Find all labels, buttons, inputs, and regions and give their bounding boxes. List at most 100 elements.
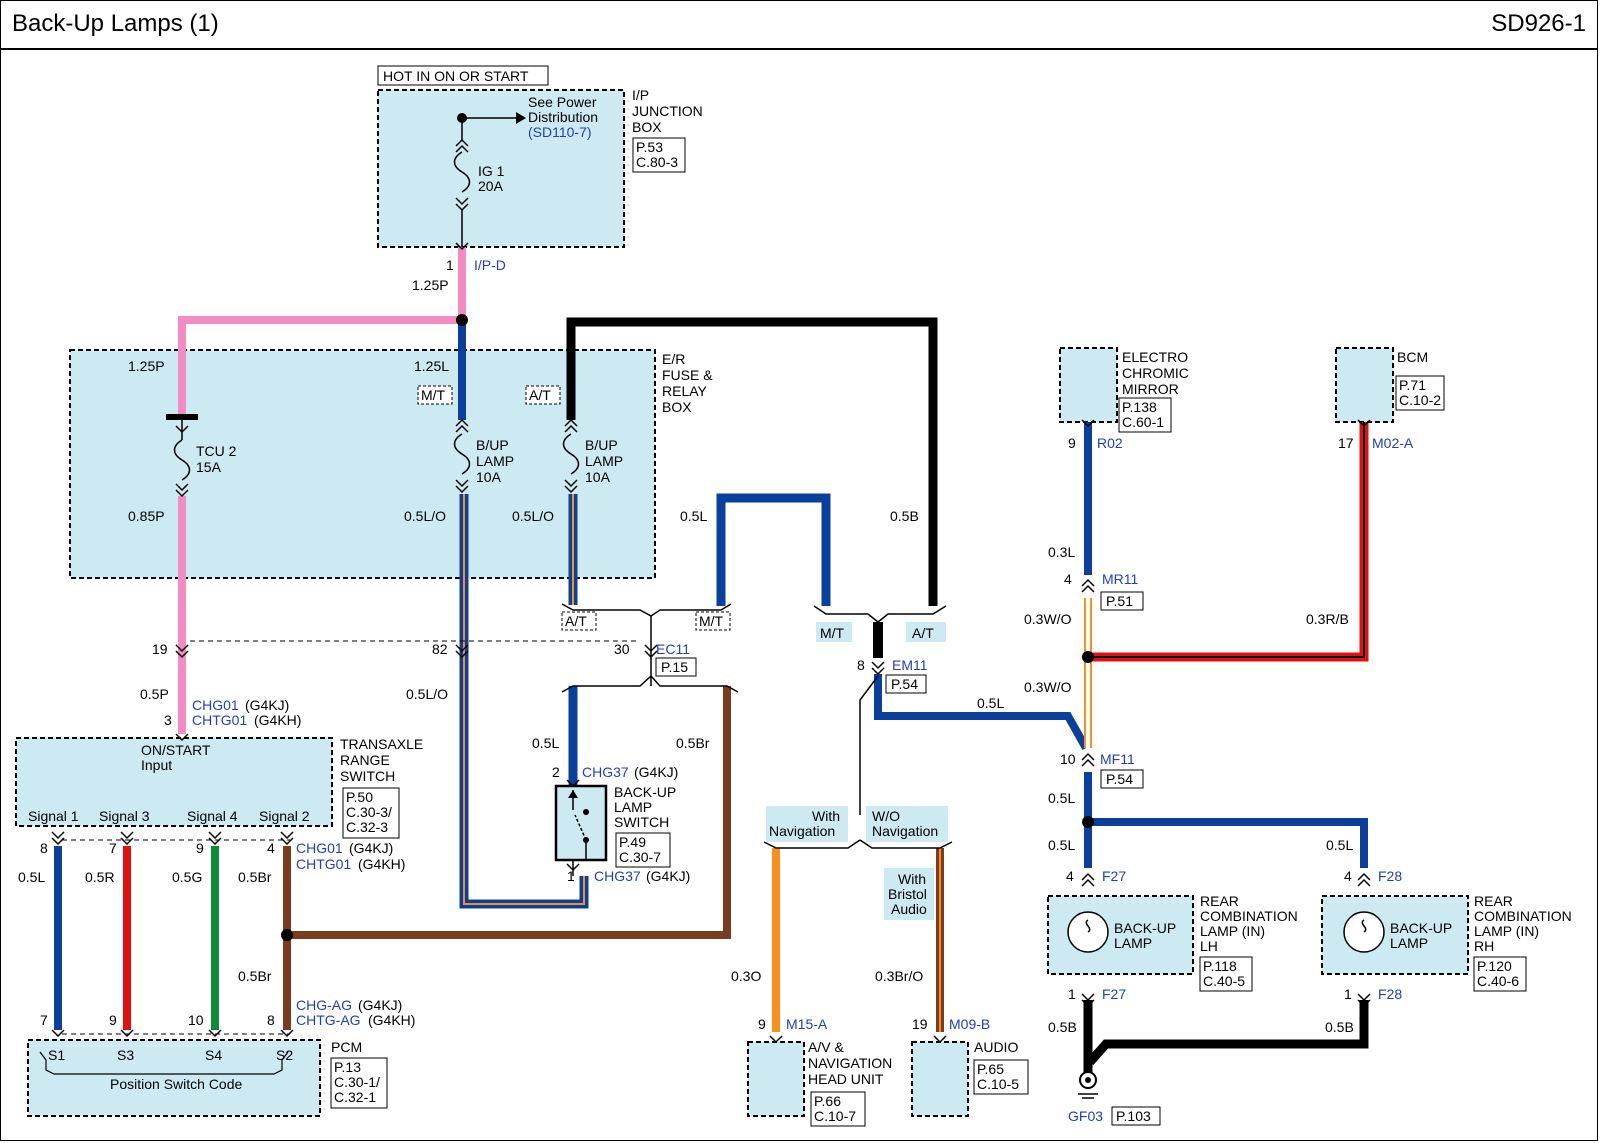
- svg-text:I/P-D: I/P-D: [474, 257, 506, 273]
- svg-text:20A: 20A: [478, 178, 504, 194]
- svg-text:SWITCH: SWITCH: [614, 814, 669, 830]
- er-box-text: E/R FUSE & RELAY BOX 1.25P 1.25L M/T A/T…: [128, 351, 713, 524]
- ec11-junction: [175, 603, 739, 693]
- svg-text:7: 7: [40, 1012, 48, 1028]
- svg-text:0.5G: 0.5G: [172, 869, 202, 885]
- svg-text:R02: R02: [1097, 435, 1123, 451]
- svg-text:0.3Br/O: 0.3Br/O: [875, 968, 923, 984]
- wire-brown-05br: [287, 686, 731, 939]
- fuse-bup-mt-icon: [453, 418, 471, 494]
- svg-text:MIRROR: MIRROR: [1122, 381, 1179, 397]
- svg-text:CHROMIC: CHROMIC: [1122, 365, 1189, 381]
- svg-text:9: 9: [1068, 435, 1076, 451]
- svg-text:0.5L: 0.5L: [1048, 837, 1075, 853]
- svg-text:CHG01: CHG01: [296, 840, 343, 856]
- svg-text:B/UP: B/UP: [585, 437, 618, 453]
- svg-text:C.10-2: C.10-2: [1399, 392, 1441, 408]
- svg-text:Signal 2: Signal 2: [259, 808, 310, 824]
- svg-text:HEAD UNIT: HEAD UNIT: [808, 1071, 884, 1087]
- svg-text:0.5Br: 0.5Br: [238, 968, 272, 984]
- trs-text: 0.5P 0.5L/O 3 CHG01 (G4KJ) CHTG01 (G4KH)…: [18, 686, 448, 885]
- svg-text:MR11: MR11: [1102, 571, 1139, 587]
- svg-text:M02-A: M02-A: [1372, 435, 1414, 451]
- svg-text:M/T: M/T: [820, 625, 845, 641]
- page-title: Back-Up Lamps (1): [12, 10, 219, 37]
- svg-text:P.65: P.65: [977, 1061, 1004, 1077]
- svg-text:P.54: P.54: [1106, 771, 1133, 787]
- svg-text:M09-B: M09-B: [949, 1016, 990, 1032]
- svg-text:0.5B: 0.5B: [890, 508, 919, 524]
- svg-text:10: 10: [1060, 751, 1076, 767]
- svg-text:C.40-6: C.40-6: [1477, 973, 1519, 989]
- svg-text:(SD110-7): (SD110-7): [528, 124, 592, 140]
- svg-text:AUDIO: AUDIO: [974, 1039, 1018, 1055]
- svg-text:8: 8: [267, 1012, 275, 1028]
- svg-text:(G4KJ): (G4KJ): [646, 868, 690, 884]
- svg-text:Bristol: Bristol: [888, 886, 927, 902]
- wire-black-rh-gnd: [1086, 1000, 1369, 1065]
- svg-text:(G4KH): (G4KH): [358, 856, 405, 872]
- svg-text:10A: 10A: [476, 469, 502, 485]
- svg-text:With: With: [812, 808, 840, 824]
- ec11-text: 0.5L 0.5B A/T M/T 19 82 30 EC11 P.15: [152, 508, 919, 675]
- svg-text:CHTG-AG: CHTG-AG: [296, 1012, 361, 1028]
- svg-text:0.5L: 0.5L: [680, 508, 707, 524]
- right-text: ELECTRO CHROMIC MIRROR P.138 C.60-1 9 R0…: [1024, 349, 1572, 1124]
- svg-text:0.5L: 0.5L: [977, 695, 1004, 711]
- ground-icon: [1078, 1071, 1098, 1099]
- svg-text:0.5L: 0.5L: [18, 869, 45, 885]
- svg-text:REAR: REAR: [1474, 893, 1513, 909]
- audio-box: [911, 1041, 969, 1117]
- svg-text:0.5P: 0.5P: [140, 686, 169, 702]
- svg-text:4: 4: [267, 840, 275, 856]
- svg-text:F27: F27: [1102, 868, 1126, 884]
- svg-text:CHG-AG: CHG-AG: [296, 997, 352, 1013]
- svg-text:TRANSAXLE: TRANSAXLE: [340, 736, 423, 752]
- svg-text:E/R: E/R: [662, 351, 685, 367]
- svg-text:Signal 1: Signal 1: [28, 808, 79, 824]
- svg-text:9: 9: [196, 840, 204, 856]
- page-header: Back-Up Lamps (1) SD926-1: [0, 0, 1598, 50]
- svg-text:M/T: M/T: [699, 613, 724, 629]
- svg-text:(G4KJ): (G4KJ): [349, 840, 393, 856]
- svg-text:17: 17: [1338, 435, 1354, 451]
- ip-junction-box: [377, 89, 625, 248]
- svg-text:Signal 3: Signal 3: [99, 808, 150, 824]
- page-code: SD926-1: [1491, 10, 1586, 37]
- svg-text:4: 4: [1066, 868, 1074, 884]
- wire-red-03rb: [1088, 422, 1369, 662]
- svg-text:RELAY: RELAY: [662, 383, 708, 399]
- svg-text:(G4KJ): (G4KJ): [634, 764, 678, 780]
- svg-text:0.3R/B: 0.3R/B: [1306, 611, 1349, 627]
- svg-text:15A: 15A: [196, 459, 222, 475]
- svg-text:0.5L: 0.5L: [1048, 790, 1075, 806]
- ecm-mirror-box: [1059, 347, 1118, 423]
- ip-junction-internal: [453, 112, 526, 251]
- transaxle-range-switch-box: [15, 737, 333, 827]
- svg-text:Signal 4: Signal 4: [187, 808, 238, 824]
- svg-text:With: With: [898, 871, 926, 887]
- svg-text:1: 1: [567, 868, 575, 884]
- svg-text:0.3W/O: 0.3W/O: [1024, 679, 1072, 695]
- svg-text:ON/START: ON/START: [141, 742, 211, 758]
- svg-text:0.3W/O: 0.3W/O: [1024, 611, 1072, 627]
- svg-text:W/O: W/O: [872, 808, 900, 824]
- svg-text:0.5B: 0.5B: [1325, 1019, 1354, 1035]
- hot-label: HOT IN ON OR START: [383, 68, 529, 84]
- svg-text:SWITCH: SWITCH: [340, 768, 395, 784]
- svg-text:A/T: A/T: [912, 625, 934, 641]
- svg-text:7: 7: [109, 840, 117, 856]
- svg-text:0.5L/O: 0.5L/O: [512, 508, 554, 524]
- svg-text:LAMP: LAMP: [1390, 935, 1428, 951]
- svg-text:F28: F28: [1378, 868, 1402, 884]
- svg-text:(G4KH): (G4KH): [368, 1012, 415, 1028]
- svg-text:P.138: P.138: [1122, 399, 1157, 415]
- svg-text:BOX: BOX: [632, 119, 662, 135]
- svg-text:19: 19: [912, 1016, 928, 1032]
- pcm-text: 0.5Br CHG-AG (G4KJ) CHTG-AG (G4KH) 7 9 1…: [40, 968, 415, 1105]
- svg-text:2: 2: [552, 764, 560, 780]
- svg-text:M15-A: M15-A: [786, 1016, 828, 1032]
- svg-text:0.3L: 0.3L: [1048, 544, 1075, 560]
